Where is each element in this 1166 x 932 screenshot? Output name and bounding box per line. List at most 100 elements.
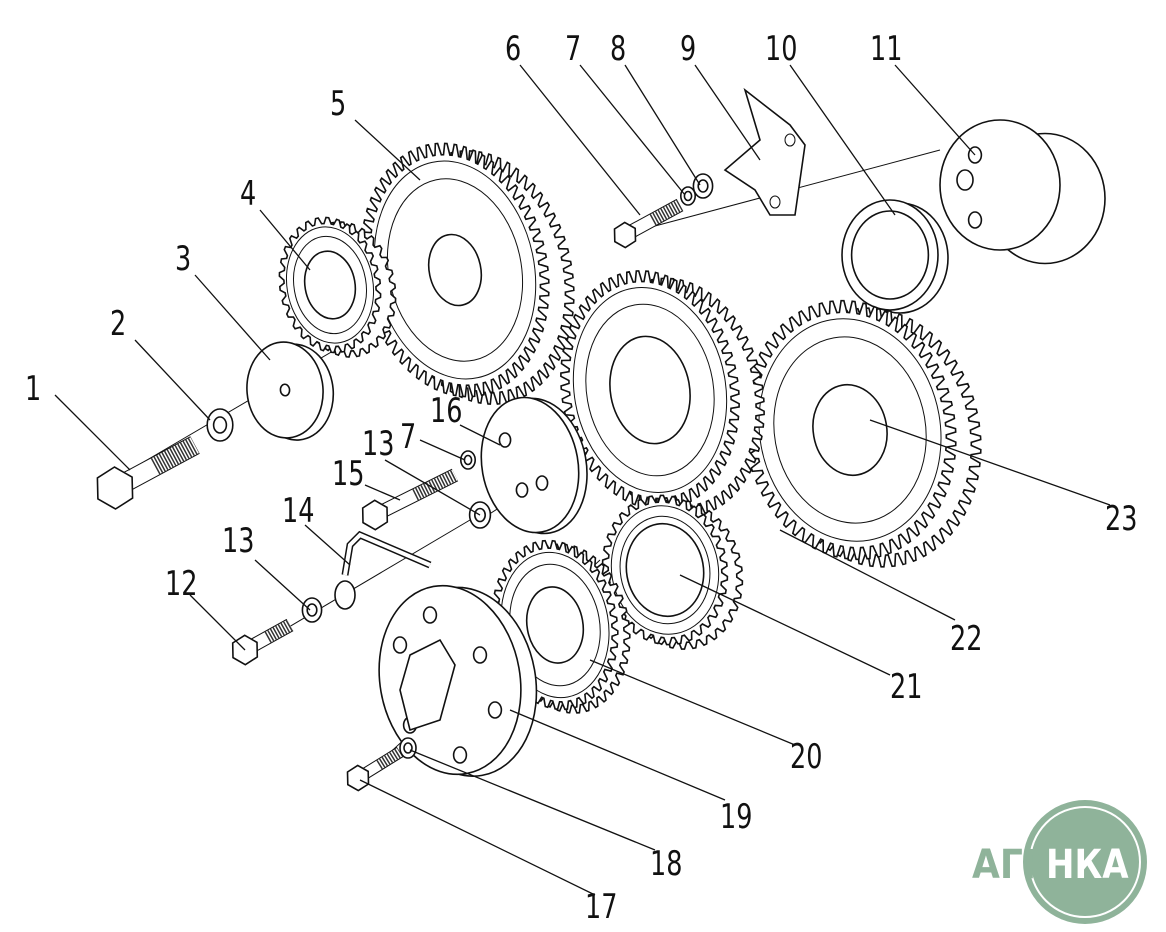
washer-inner: [212, 416, 228, 434]
leader-line-7: [419, 439, 466, 461]
gear-rim: [285, 226, 375, 344]
leader-line-2: [134, 339, 211, 421]
part-17-bolt: [346, 746, 404, 792]
part-label-3: 3: [175, 239, 191, 279]
part-23-gear: [743, 299, 982, 568]
part-5-gear: [360, 142, 575, 405]
part-13-washer-mid: [468, 501, 492, 529]
part-label-11: 11: [870, 29, 902, 69]
part-16-plate: [480, 396, 588, 535]
logo-text-left: АГРО: [972, 841, 1080, 887]
bolt-hole: [956, 169, 974, 191]
part-14-pipe: [334, 530, 432, 610]
gear-bore: [427, 233, 483, 307]
leader-line-14: [304, 524, 351, 566]
logo-circle: [1023, 800, 1147, 924]
part-label-20: 20: [790, 737, 822, 777]
disc-hole: [279, 383, 291, 397]
part-8-washer: [692, 173, 714, 199]
part-15-bolt: [361, 468, 459, 531]
part-label-8: 8: [610, 29, 626, 69]
leader-line-20: [589, 659, 796, 746]
gear-rim: [758, 318, 942, 542]
part-label-13: 13: [362, 424, 394, 464]
leader-line-18: [409, 749, 656, 851]
part-19-nut: [399, 638, 456, 732]
leader-line-11: [894, 64, 976, 156]
bolt-hole: [769, 195, 781, 209]
gear-web: [619, 515, 711, 625]
leader-line-3: [194, 274, 271, 361]
part-label-9: 9: [680, 29, 696, 69]
part-label-13: 13: [222, 521, 254, 561]
bolt-hole: [472, 646, 488, 664]
gear-web: [293, 235, 367, 335]
gear-bore: [812, 383, 888, 477]
part-label-19: 19: [720, 797, 752, 837]
bolt-hole: [967, 211, 983, 229]
bolt-hole: [452, 746, 468, 764]
leader-line-8: [624, 64, 701, 186]
bolt-head: [96, 466, 134, 510]
part-label-21: 21: [890, 667, 922, 707]
part-21-gear: [601, 494, 744, 650]
washer-inner: [463, 454, 473, 466]
gear-bore: [303, 250, 357, 320]
part-label-5: 5: [330, 84, 346, 124]
part-label-22: 22: [950, 619, 982, 659]
washer-inner: [683, 190, 693, 202]
leader-line-7: [579, 64, 686, 196]
part-label-12: 12: [165, 564, 197, 604]
bolt-hole: [392, 636, 408, 654]
gear-bore: [625, 522, 705, 618]
part-22-gear: [560, 270, 765, 518]
bolt-thread: [649, 199, 683, 226]
part-label-14: 14: [282, 491, 314, 531]
part-9-bracket: [723, 87, 806, 216]
pipe-body: [343, 532, 431, 576]
part-label-10: 10: [765, 29, 797, 69]
disc-hole: [850, 210, 930, 300]
part-6-bolt: [613, 198, 684, 249]
leader-line-1: [54, 394, 131, 471]
bolt-hole: [784, 133, 796, 147]
part-label-23: 23: [1105, 499, 1137, 539]
part-11-hub: [939, 119, 1106, 265]
leader-line-5: [354, 119, 421, 181]
part-label-17: 17: [585, 887, 617, 927]
leader-line-15: [364, 484, 401, 501]
part-3-washer: [246, 341, 335, 441]
gear-web: [773, 336, 927, 524]
leader-line-12: [189, 594, 246, 651]
part-12-bolt: [231, 618, 294, 666]
part-7-washer-mid: [459, 450, 476, 470]
leader-line-13: [254, 559, 311, 611]
leader-line-13: [384, 459, 481, 516]
leader-line-19: [509, 709, 726, 801]
bracket-plate: [723, 87, 806, 216]
disc-face: [480, 396, 580, 534]
part-label-16: 16: [430, 391, 462, 431]
leader-line-16: [459, 424, 501, 446]
leader-line-4: [259, 209, 311, 271]
leader-line-22: [779, 529, 956, 621]
bolt-thread: [376, 747, 403, 770]
part-label-18: 18: [650, 844, 682, 884]
logo-text-right: НКА: [1046, 841, 1129, 887]
leader-lines: [54, 64, 1111, 896]
part-label-7: 7: [400, 417, 416, 457]
bolt-thread: [264, 619, 293, 643]
bolt-head: [346, 764, 370, 792]
part-label-15: 15: [332, 454, 364, 494]
bolt-hole: [535, 475, 549, 491]
part-2-washer: [206, 408, 234, 442]
leader-line-6: [519, 64, 641, 216]
part-10-bushing: [841, 199, 949, 314]
part-label-1: 1: [25, 369, 41, 409]
banjo-fitting: [334, 580, 356, 610]
bolt-hole: [515, 482, 529, 498]
gear-web: [585, 303, 715, 477]
part-13-washer-low: [301, 597, 323, 623]
